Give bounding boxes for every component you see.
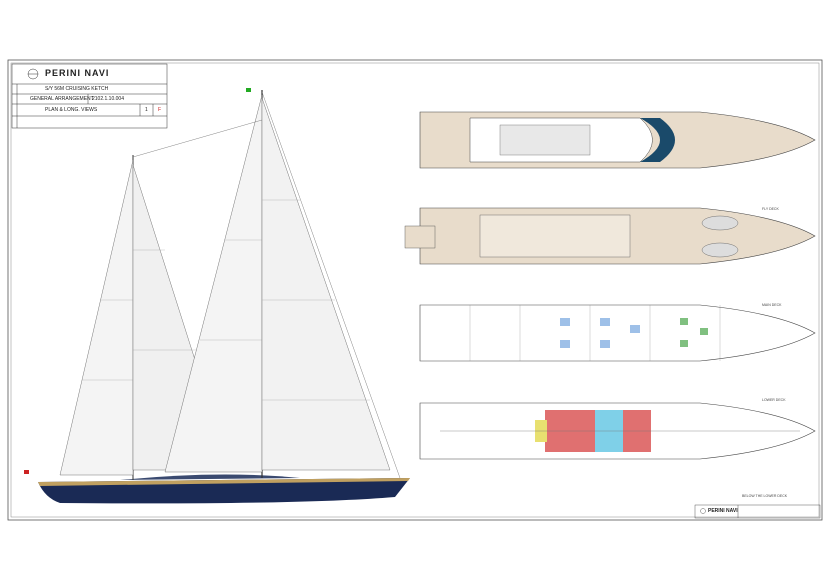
guest-cabin-beds <box>560 318 640 348</box>
below-lower-deck-plan <box>419 402 816 460</box>
masthead-flag-icon <box>246 88 251 92</box>
drawing-subtitle: PLAN & LONG. VIEWS <box>45 107 98 113</box>
vessel-name: S/Y 56M CRUISING KETCH <box>45 86 109 92</box>
frame-outer <box>7 59 823 521</box>
mizzen-sail <box>59 159 134 476</box>
label-lower-deck: LOWER DECK <box>762 398 786 402</box>
bulkheads <box>469 305 721 361</box>
stern-flag-icon <box>24 470 29 474</box>
revision: F <box>158 107 162 113</box>
drawing-title: GENERAL ARRANGEMENT <box>30 96 94 102</box>
main-deck-plan <box>404 207 816 265</box>
sheet-number: 1 <box>145 107 148 113</box>
label-main-deck: MAIN DECK <box>762 303 782 307</box>
label-below-lower-deck: BELOW THE LOWER DECK <box>742 494 788 498</box>
mainsail <box>164 94 263 473</box>
saloon <box>479 214 631 258</box>
triatic-stay <box>132 119 263 158</box>
lower-deck-plan <box>419 304 816 362</box>
title-block <box>11 63 168 129</box>
label-fly-deck: FLY DECK <box>762 207 779 211</box>
jib <box>261 97 391 471</box>
sheer-stripe <box>38 478 410 486</box>
company-logo-text: PERINI NAVI <box>45 68 110 78</box>
swim-platform <box>404 225 436 249</box>
fly-deck-plan <box>419 111 816 169</box>
deckhouse <box>120 474 300 480</box>
forestay <box>261 91 401 479</box>
footer-logo-icon <box>700 508 706 514</box>
crew-cabin-beds <box>680 318 708 347</box>
frame-inner <box>10 62 820 518</box>
drawing-number: 2102.1.10.004 <box>92 96 124 102</box>
sail-battens <box>82 199 370 401</box>
tender <box>701 215 739 231</box>
tender <box>701 242 739 258</box>
footer-block <box>694 504 821 519</box>
footer-company: PERINI NAVI <box>708 508 738 514</box>
sailboat-profile <box>24 88 410 504</box>
